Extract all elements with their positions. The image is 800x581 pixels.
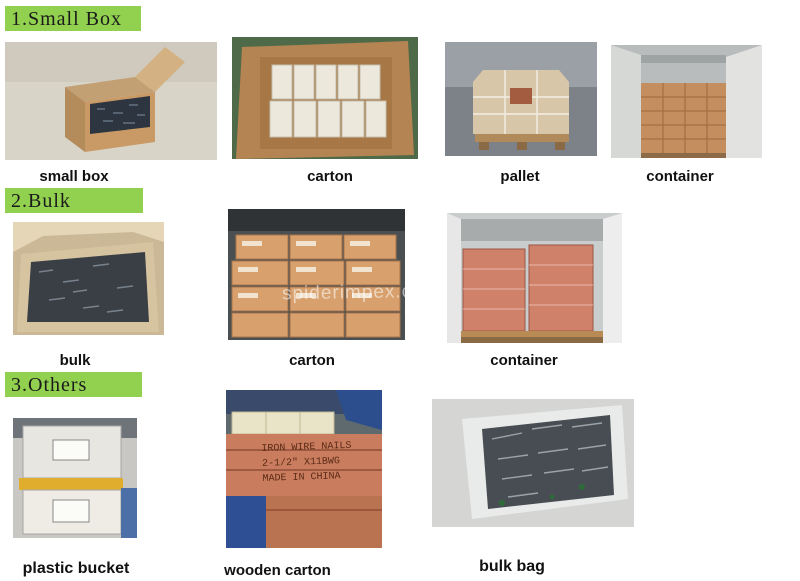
caption-pallet: pallet: [500, 168, 540, 185]
carton-photo-row1: [232, 37, 418, 159]
caption-carton-row2: carton: [289, 352, 335, 369]
wooden-carton-print: IRON WIRE NAILS 2-1/2" X11BWG MADE IN CH…: [261, 438, 373, 487]
bulk-photo: [13, 222, 164, 335]
caption-container-row1: container: [646, 168, 714, 185]
bulk-bag-photo: [432, 399, 634, 527]
caption-carton-row1: carton: [307, 168, 353, 185]
caption-small-box: small box: [39, 168, 109, 185]
plastic-bucket-photo: [13, 418, 137, 538]
container-photo-row1: [611, 45, 762, 158]
caption-bulk: bulk: [59, 352, 91, 369]
small-box-photo: [5, 42, 217, 160]
caption-container-row2: container: [490, 352, 558, 369]
section-small-box-title: 1.Small Box: [5, 6, 141, 31]
caption-plastic-bucket: plastic bucket: [22, 560, 130, 577]
section-others-title: 3.Others: [5, 372, 142, 397]
carton-photo-row2: [228, 209, 405, 340]
section-bulk-title: 2.Bulk: [5, 188, 143, 213]
wooden-carton-photo: [226, 390, 382, 548]
container-photo-row2: [447, 213, 622, 343]
caption-bulk-bag: bulk bag: [479, 558, 545, 575]
pallet-photo: [445, 42, 597, 156]
caption-wooden-carton: wooden carton: [224, 562, 331, 579]
watermark-text: spiderimpex.com: [281, 280, 441, 305]
